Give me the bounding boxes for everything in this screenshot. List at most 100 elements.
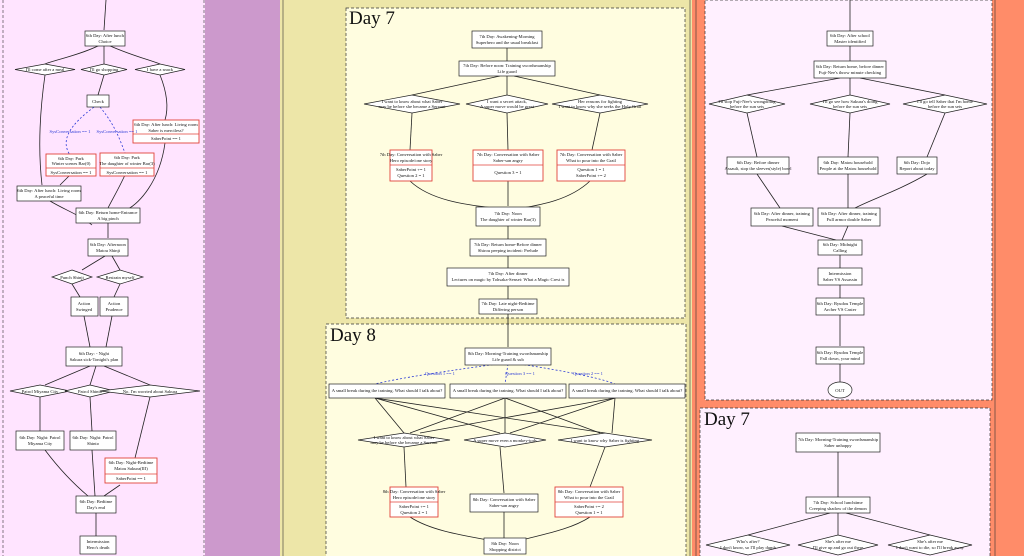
svg-text:before the sun sets: before the sun sets (730, 104, 764, 109)
svg-text:6th Day: Return home, before d: 6th Day: Return home, before dinner (816, 64, 884, 70)
svg-text:I'll go see how Sakura's doing: I'll go see how Sakura's doing (823, 99, 879, 104)
svg-text:6th Day: Ryudou Temple: 6th Day: Ryudou Temple (817, 350, 863, 355)
svg-text:The daughter of winter Bar(3): The daughter of winter Bar(3) (480, 217, 536, 222)
svg-text:People at the Matou household: People at the Matou household (820, 166, 878, 171)
svg-text:Fuji-Nee's throw minute checki: Fuji-Nee's throw minute checking (819, 70, 882, 75)
saber-choice-reasons-fighting: Her reasons for fighting I want to know … (551, 94, 649, 114)
svg-text:may be before she became a Ser: may be before she became a Servant (370, 440, 438, 445)
svg-text:Fall down, your mind: Fall down, your mind (820, 356, 861, 362)
svg-text:Sakura sick-Tonight's plan: Sakura sick-Tonight's plan (70, 357, 119, 362)
fuji-node-peaceful-moment: 6th Day: After dinner, training Peaceful… (750, 207, 814, 227)
sakura-node-matou-sakura: 6th Day: Night-Bedtime Matou Sakura(III)… (104, 457, 158, 484)
sakura-node-after-lunch: 6th Day: After lunch Choice (84, 30, 126, 47)
svg-text:I'll come after a meal: I'll come after a meal (26, 67, 66, 72)
sakura-node-days-end: 6th Day: Bedtime Day's end (75, 495, 117, 514)
svg-text:Lectures on magic by Tohsaka-S: Lectures on magic by Tohsaka-Sensei: Wha… (452, 277, 565, 282)
sakura-node-heros-death: Intermission Hero's death (79, 535, 117, 555)
svg-text:before the sun sets: before the sun sets (928, 104, 962, 109)
svg-text:Punch Shinji: Punch Shinji (60, 275, 84, 280)
saber-node-peeping: 7th Day: Return home-Before dinner Shiro… (469, 238, 547, 257)
svg-text:Calling: Calling (833, 248, 847, 253)
fuji-node-saber-vs-assassin: Intermission Saber VS Assassin (817, 267, 863, 286)
svg-text:Saber is merciless?: Saber is merciless? (148, 128, 183, 133)
day7-title: Day 7 (349, 8, 395, 29)
svg-text:Patrol Shinto: Patrol Shinto (78, 389, 103, 394)
svg-text:6th Day: Park: 6th Day: Park (114, 155, 140, 160)
svg-text:6th Day: After school: 6th Day: After school (830, 33, 870, 38)
fuji-node-assault: 6th Day: Before dinner Assault, stop the… (725, 156, 792, 175)
fuji-edges (746, 0, 946, 536)
saber-node-noon: 7th Day: Noon The daughter of winter Bar… (475, 206, 541, 227)
svg-text:SaberPoint += 2: SaberPoint += 2 (576, 173, 607, 178)
svg-text:6th Day: After lunch: 6th Day: After lunch (86, 33, 125, 38)
sakura-node-matou-shinji: 6th Day: Afternoon Matou Shinji (87, 238, 129, 257)
svg-text:Question 3 = 1: Question 3 = 1 (494, 170, 522, 175)
svg-text:Shinto: Shinto (87, 441, 100, 446)
svg-text:Day's end: Day's end (87, 505, 106, 510)
svg-text:SaberPoint += 1: SaberPoint += 1 (396, 167, 427, 172)
svg-text:8th Day: Morning-Training swor: 8th Day: Morning-Training swordsmanship (468, 351, 549, 356)
svg-text:7th Day: Noon: 7th Day: Noon (494, 211, 522, 216)
svg-text:SaberPoint == 1: SaberPoint == 1 (151, 136, 182, 141)
svg-text:8th Day: Conversation with Sab: 8th Day: Conversation with Saber (383, 489, 446, 494)
svg-text:Winter scenes Bar(0): Winter scenes Bar(0) (52, 161, 91, 166)
svg-text:SaberPoint += 2: SaberPoint += 2 (574, 504, 605, 509)
saber-node-saber-angry: 7th Day: Conversation with Saber Saber-s… (472, 149, 544, 182)
svg-text:She's after me: She's after me (825, 539, 851, 544)
svg-text:Swinged: Swinged (76, 307, 93, 312)
svg-text:6th Day: Matou household: 6th Day: Matou household (823, 160, 873, 165)
svg-text:I want to know why she seeks t: I want to know why she seeks the Holy Gr… (559, 104, 643, 109)
sakura-choice-come-after-meal: I'll come after a meal (14, 63, 76, 76)
saber-node-differing-person: 7th Day: Late night-Bedtime Differing pe… (478, 298, 538, 315)
svg-text:Hero episode/one story: Hero episode/one story (393, 495, 436, 500)
edge-label-question1: Question 1 == 1 (425, 371, 456, 376)
svg-text:7th Day: After dinner: 7th Day: After dinner (488, 271, 528, 276)
svg-text:A small break during the train: A small break during the training. What … (572, 388, 683, 393)
svg-text:Matou Sakura(III): Matou Sakura(III) (114, 466, 148, 471)
svg-text:I want to know why Saber is fi: I want to know why Saber is fighting (571, 438, 640, 443)
svg-text:Hero episode/one story: Hero episode/one story (390, 158, 433, 163)
sakura-choice-punch-shinji: Punch Shinji (50, 269, 94, 285)
svg-text:6th Day: Afternoon: 6th Day: Afternoon (90, 242, 126, 247)
svg-text:Creeping shadow of the demon: Creeping shadow of the demon (809, 506, 867, 511)
svg-text:Question 2 = 1: Question 2 = 1 (400, 510, 428, 515)
svg-text:may be before she became a Ser: may be before she became a Servant (378, 104, 446, 109)
svg-text:Intermission: Intermission (87, 539, 111, 544)
svg-text:Question 1 = 1: Question 1 = 1 (575, 510, 603, 515)
svg-text:8th Day: Conversation with Sab: 8th Day: Conversation with Saber (558, 489, 621, 494)
svg-text:I'll go tell Saber that I'm ho: I'll go tell Saber that I'm home (917, 99, 973, 104)
svg-text:6th Day: After lunch: Living r: 6th Day: After lunch: Living room (17, 188, 81, 193)
svg-text:Life guard: Life guard (497, 69, 517, 74)
svg-text:I'll give up and go out there: I'll give up and go out there (813, 545, 864, 550)
svg-text:6th Day: Return home-Entrance: 6th Day: Return home-Entrance (79, 210, 138, 215)
svg-text:6th Day: After dinner, trainin: 6th Day: After dinner, training (821, 211, 878, 217)
sakura-choice-patrol-miyama: Patrol Miyama City (9, 384, 71, 398)
svg-text:Question 2 = 1: Question 2 = 1 (397, 173, 425, 178)
sakura-node-patrol-miyama: 6th Day: Night: Patrol Miyama City (15, 430, 65, 451)
svg-text:6th Day: Before dinner: 6th Day: Before dinner (737, 160, 780, 165)
saber-edges: Question 1 == 1 Question 3 == 1 Question… (374, 48, 616, 541)
svg-text:Action: Action (108, 301, 121, 306)
sakura-node-night-plan: 6th Day: - Night Sakura sick-Tonight's p… (65, 346, 123, 367)
saber-choice-before-servant: I want to know about what Saber may be b… (363, 94, 461, 114)
svg-text:Patrol Miyama City: Patrol Miyama City (22, 389, 59, 394)
fuji-node-dojo: 6th Day: Dojo Report about today (896, 156, 938, 175)
saber-node-small-break-2: A small break during the training. What … (449, 383, 567, 399)
svg-text:8th Day: Conversation with Sab: 8th Day: Conversation with Saber (473, 497, 536, 502)
svg-text:6th Day: Night: Patrol: 6th Day: Night: Patrol (20, 435, 62, 440)
svg-text:6th Day: Ryudou Temple: 6th Day: Ryudou Temple (817, 301, 863, 306)
saber-choice-super-move: A super move even a monkey-tods (463, 432, 547, 448)
svg-text:Question 1 = 1: Question 1 = 1 (577, 167, 605, 172)
svg-text:before the sun sets: before the sun sets (833, 104, 867, 109)
svg-text:Superhero and the usual breakf: Superhero and the usual breakfast (476, 40, 539, 45)
svg-text:I have a snack: I have a snack (147, 67, 174, 72)
svg-text:What to pour into the Grail: What to pour into the Grail (564, 495, 615, 500)
svg-text:I'll go shopping: I'll go shopping (90, 67, 119, 72)
saber-node-small-break-1: A small break during the training. What … (328, 383, 446, 399)
fuji-node-master-identified: 6th Day: After school Master identified (826, 30, 874, 47)
fuji-node-midnight: 6th Day: Midnight Calling (817, 239, 863, 256)
svg-text:Prudence: Prudence (105, 307, 122, 312)
fuji-node-return-home: 6th Day: Return home, before dinner Fuji… (813, 60, 887, 79)
svg-text:Choice: Choice (98, 39, 111, 44)
